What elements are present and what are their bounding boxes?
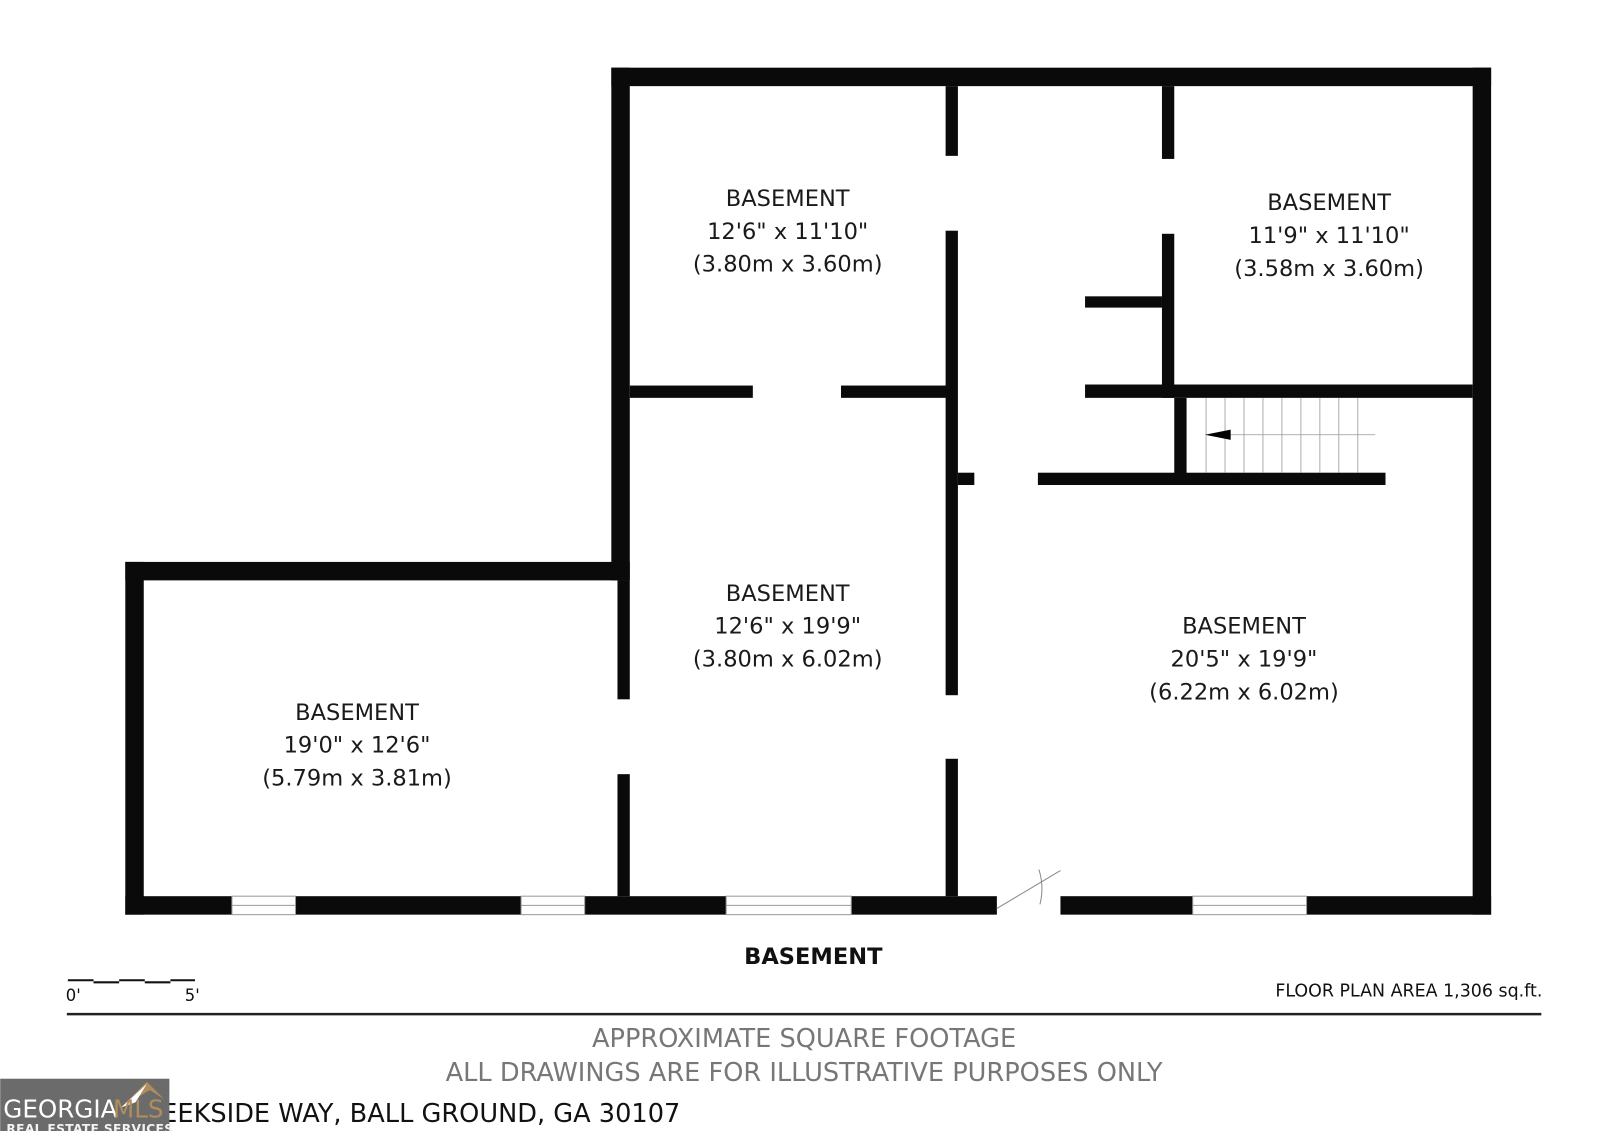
wall	[1060, 896, 1193, 915]
wall	[611, 67, 1492, 87]
window	[725, 895, 852, 916]
logo-text-accent: MLS	[113, 1095, 164, 1124]
stairs	[1205, 397, 1376, 473]
room-dimensions-metric: (6.22m x 6.02m)	[1149, 679, 1339, 705]
room-name: BASEMENT	[1182, 614, 1306, 640]
room-dimensions-imperial: 19'0" x 12'6"	[284, 733, 431, 759]
floor-title: BASEMENT	[744, 944, 883, 970]
wall	[945, 86, 958, 156]
windows	[231, 895, 1308, 916]
room-name: BASEMENT	[726, 581, 850, 607]
room-dimensions-imperial: 11'9" x 11'10"	[1248, 223, 1409, 249]
room-label: BASEMENT 11'9" x 11'10" (3.58m x 3.60m)	[1234, 190, 1424, 282]
stair-direction-arrow-icon	[1205, 429, 1231, 440]
wall	[125, 561, 630, 581]
room-label: BASEMENT 20'5" x 19'9" (6.22m x 6.02m)	[1149, 614, 1339, 706]
window	[231, 895, 297, 916]
room-dimensions-metric: (3.58m x 3.60m)	[1234, 256, 1424, 282]
room-label: BASEMENT 12'6" x 19'9" (3.80m x 6.02m)	[693, 581, 883, 673]
scale-end-label: 5'	[185, 986, 200, 1005]
wall	[629, 385, 753, 398]
room-dimensions-imperial: 12'6" x 19'9"	[714, 614, 861, 640]
wall	[125, 561, 144, 915]
room-label: BASEMENT 12'6" x 11'10" (3.80m x 3.60m)	[693, 186, 883, 278]
room-name: BASEMENT	[1267, 190, 1391, 216]
georgia-mls-logo: GEORGIA MLS REAL ESTATE SERVICES	[0, 1078, 173, 1131]
room-name: BASEMENT	[726, 186, 850, 212]
wall	[584, 896, 727, 915]
room-name: BASEMENT	[295, 700, 419, 726]
wall	[1174, 397, 1187, 479]
wall	[1306, 896, 1492, 915]
disclaimer-line-2: ALL DRAWINGS ARE FOR ILLUSTRATIVE PURPOS…	[446, 1058, 1163, 1088]
wall	[1037, 472, 1386, 486]
wall	[295, 896, 522, 915]
logo-text: GEORGIA	[3, 1095, 117, 1124]
address: EEKSIDE WAY, BALL GROUND, GA 30107	[161, 1099, 680, 1129]
wall	[617, 580, 630, 700]
wall	[945, 230, 958, 696]
room-dimensions-metric: (3.80m x 3.60m)	[693, 252, 883, 278]
room-dimensions-metric: (5.79m x 3.81m)	[262, 765, 452, 791]
wall	[1085, 384, 1473, 398]
room-dimensions-imperial: 20'5" x 19'9"	[1171, 647, 1318, 673]
floor-area: FLOOR PLAN AREA 1,306 sq.ft.	[1275, 982, 1542, 1002]
wall	[1472, 67, 1492, 915]
door	[996, 869, 1061, 909]
window	[520, 895, 586, 916]
wall	[957, 472, 975, 486]
walls	[125, 67, 1492, 915]
wall	[617, 774, 630, 897]
scale-start-label: 0'	[66, 986, 81, 1005]
logo-tagline: REAL ESTATE SERVICES	[6, 1122, 173, 1131]
wall	[945, 758, 958, 897]
wall	[611, 67, 630, 581]
wall	[841, 385, 952, 398]
room-label: BASEMENT 19'0" x 12'6" (5.79m x 3.81m)	[262, 700, 452, 792]
wall	[125, 896, 232, 915]
wall	[1161, 233, 1175, 398]
room-dimensions-metric: (3.80m x 6.02m)	[693, 647, 883, 673]
scale-bar: 0' 5'	[66, 979, 200, 1005]
wall	[1161, 86, 1175, 159]
wall	[851, 896, 997, 915]
room-dimensions-imperial: 12'6" x 11'10"	[707, 219, 868, 245]
wall	[1085, 296, 1162, 308]
disclaimer-line-1: APPROXIMATE SQUARE FOOTAGE	[592, 1024, 1016, 1054]
window	[1192, 895, 1308, 916]
